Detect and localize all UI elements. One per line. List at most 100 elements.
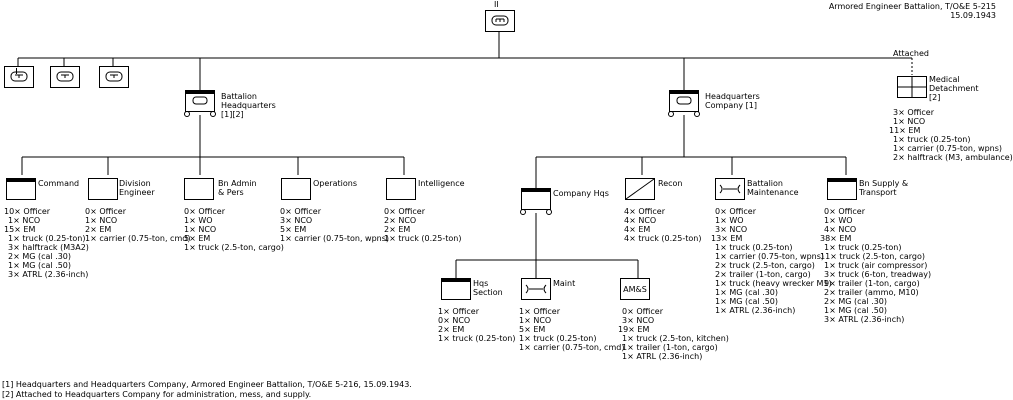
- wheel-icon: [668, 111, 674, 117]
- bn-hq-label: Battalion Headquarters: [221, 92, 276, 110]
- stat-line: 2× trailer (1-ton, cargo): [715, 270, 811, 279]
- section-label-div-engineer: Division Engineer: [119, 179, 155, 197]
- stat-line: 2× MG (cal .30): [824, 297, 888, 306]
- company-symbol: [4, 66, 34, 88]
- section-label-recon: Recon: [658, 179, 683, 188]
- medical-cross-icon: [898, 77, 926, 97]
- medical-symbol: [897, 76, 927, 98]
- stat-line: 1× NCO: [893, 117, 926, 126]
- stat-line: 3× halftrack (M3A2): [8, 243, 89, 252]
- section-symbol-command: [6, 178, 36, 200]
- stat-line: 10× Officer: [4, 207, 51, 216]
- section-label-company-hqs: Company Hqs: [553, 189, 609, 198]
- section-label-command: Command: [38, 179, 80, 188]
- stat-line: 19× EM: [618, 325, 650, 334]
- stat-line: 1× MG (cal .50): [715, 297, 779, 306]
- stat-line: 4× NCO: [624, 216, 657, 225]
- chart-date: 15.09.1943: [950, 11, 996, 20]
- stat-line: 0× Officer: [280, 207, 321, 216]
- section-marker: [626, 271, 647, 286]
- stat-line: 3× ATRL (2.36-inch): [824, 315, 905, 324]
- stat-line: 2× trailer (ammo, M10): [824, 288, 919, 297]
- section-marker: [288, 171, 302, 186]
- stat-line: 1× MG (cal .50): [8, 261, 72, 270]
- stat-line: 1× MG (cal .30): [715, 288, 779, 297]
- medical-note: [2]: [929, 93, 941, 102]
- stat-line: 0× Officer: [384, 207, 425, 216]
- hq-company-symbol: [668, 90, 700, 117]
- stat-line: 1× truck (0.25-ton): [715, 243, 793, 252]
- section-marker: [528, 271, 542, 286]
- armored-engineer-icon: [105, 71, 123, 82]
- section-symbol-operations: [281, 178, 311, 200]
- section-marker: [12, 171, 26, 186]
- stat-line: 1× truck (0.25-ton): [519, 334, 597, 343]
- stat-line: 1× truck (air compressor): [824, 261, 928, 270]
- section-label-supply: Bn Supply & Transport: [859, 179, 909, 197]
- footnote-1: [1] Headquarters and Headquarters Compan…: [2, 380, 412, 389]
- attached-label: Attached: [893, 49, 929, 58]
- stat-line: 1× truck (heavy wrecker M1): [715, 279, 832, 288]
- stat-line: 3× truck (6-ton, treadway): [824, 270, 932, 279]
- section-symbol-company-hqs: [520, 188, 552, 215]
- stat-line: 15× EM: [4, 225, 36, 234]
- stat-line: 0× Officer: [622, 307, 663, 316]
- echelon-marker: II: [494, 0, 499, 9]
- stat-line: 1× NCO: [184, 225, 217, 234]
- wrench-icon: [525, 284, 547, 294]
- stat-line: 9× trailer (1-ton, cargo): [824, 279, 920, 288]
- stat-line: 1× NCO: [519, 316, 552, 325]
- stat-line: 1× truck (0.25-ton): [824, 243, 902, 252]
- stat-line: 1× ATRL (2.36-inch): [622, 352, 703, 361]
- hq-company-label: Headquarters Company [1]: [705, 92, 760, 110]
- stat-line: 3× NCO: [715, 225, 748, 234]
- stat-line: 0× Officer: [184, 207, 225, 216]
- section-label-operations: Operations: [313, 179, 357, 188]
- stat-line: 1× truck (2.5-ton, kitchen): [622, 334, 729, 343]
- armored-engineer-icon: [491, 15, 509, 26]
- stat-line: 1× Officer: [519, 307, 560, 316]
- section-symbol-maintenance: [715, 178, 745, 200]
- stat-line: 4× EM: [624, 225, 651, 234]
- section-label-hqs-section: Hqs Section: [473, 279, 503, 297]
- stat-line: 1× MG (cal .50): [824, 306, 888, 315]
- section-label-maint: Maint: [553, 279, 576, 288]
- section-label-maintenance: Battalion Maintenance: [747, 179, 799, 197]
- medical-stats: 3× Officer 1× NCO 11× EM 1× truck (0.25-…: [880, 108, 1013, 162]
- section-symbol-maint: [521, 278, 551, 300]
- battalion-symbol: [485, 10, 515, 32]
- stat-line: 11× truck (2.5-ton, cargo): [820, 252, 925, 261]
- stat-line: 3× Officer: [893, 108, 934, 117]
- stat-line: 1× trailer (1-ton, cargo): [622, 343, 718, 352]
- stat-line: 1× truck (0.25-ton): [8, 234, 86, 243]
- bn-hq-note: [1][2]: [221, 110, 244, 119]
- company-marker: [16, 59, 17, 74]
- stat-line: 1× truck (2.5-ton, cargo): [184, 243, 284, 252]
- stat-line: 11× EM: [889, 126, 921, 135]
- section-symbol-recon: [625, 178, 655, 200]
- wheel-icon: [210, 111, 216, 117]
- section-marker: [630, 171, 651, 186]
- stat-line: 0× Officer: [715, 207, 756, 216]
- section-symbol-supply: [827, 178, 857, 200]
- section-marker: [393, 171, 407, 186]
- stat-line: 1× NCO: [85, 216, 118, 225]
- armored-engineer-icon: [56, 71, 74, 82]
- stat-line: 1× carrier (0.75-ton, wpns): [893, 144, 1003, 153]
- section-marker: [447, 271, 461, 286]
- stat-line: 1× Officer: [438, 307, 479, 316]
- stat-line: 2× MG (cal .30): [8, 252, 72, 261]
- stat-line: 4× NCO: [824, 225, 857, 234]
- recon-slash-icon: [625, 178, 655, 200]
